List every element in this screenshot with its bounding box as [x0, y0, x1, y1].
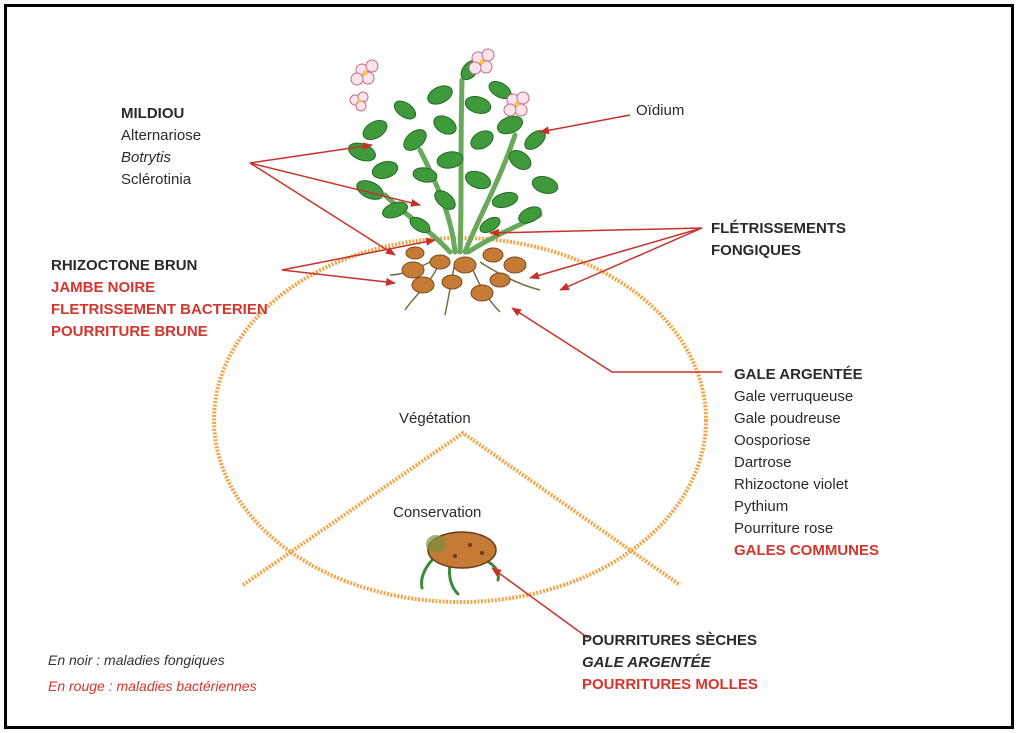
legend-bacterial: En rouge : maladies bactériennes: [48, 678, 257, 694]
arrow-fletr-3: [560, 228, 702, 290]
label-pourriture-brune: POURRITURE BRUNE: [51, 321, 268, 343]
label-alternariose: Alternariose: [121, 125, 201, 147]
label-vegetation: Végétation: [399, 408, 471, 430]
tuber-disease-group: GALE ARGENTÉE Gale verruqueuse Gale poud…: [734, 364, 879, 562]
legend-fungal: En noir : maladies fongiques: [48, 652, 225, 668]
arrow-storage: [492, 568, 588, 638]
arrow-oidium: [540, 115, 630, 132]
label-pourriture-rose: Pourriture rose: [734, 518, 879, 540]
label-fletrissement-bacterien: FLETRISSEMENT BACTERIEN: [51, 299, 268, 321]
label-pythium: Pythium: [734, 496, 879, 518]
label-dartrose: Dartrose: [734, 452, 879, 474]
label-botrytis: Botrytis: [121, 147, 201, 169]
stored-tuber-icon: [422, 532, 499, 594]
potato-plant-icon: [346, 49, 560, 315]
label-fletrissements: FLÉTRISSEMENTS: [711, 218, 846, 240]
label-oosporiose: Oosporiose: [734, 430, 879, 452]
label-gale-verruqueuse: Gale verruqueuse: [734, 386, 879, 408]
label-gale-argentee-storage: GALE ARGENTÉE: [582, 652, 758, 674]
arrow-tuber: [512, 308, 722, 372]
storage-disease-group: POURRITURES SÈCHES GALE ARGENTÉE POURRIT…: [582, 630, 758, 696]
label-jambe-noire: JAMBE NOIRE: [51, 277, 268, 299]
label-sclerotinia: Sclérotinia: [121, 169, 201, 191]
label-gale-poudreuse: Gale poudreuse: [734, 408, 879, 430]
stem-disease-group: RHIZOCTONE BRUN JAMBE NOIRE FLETRISSEMEN…: [51, 255, 268, 343]
label-gale-argentee: GALE ARGENTÉE: [734, 364, 879, 386]
label-rhizoctone-violet: Rhizoctone violet: [734, 474, 879, 496]
label-conservation: Conservation: [393, 502, 481, 524]
label-mildiou: MILDIOU: [121, 103, 201, 125]
label-gales-communes: GALES COMMUNES: [734, 540, 879, 562]
fletrissements-group: FLÉTRISSEMENTS FONGIQUES: [711, 218, 846, 262]
label-oidium: Oïdium: [636, 100, 684, 122]
label-pourritures-seches: POURRITURES SÈCHES: [582, 630, 758, 652]
leaf-disease-group: MILDIOU Alternariose Botrytis Sclérotini…: [121, 103, 201, 191]
label-rhizoctone-brun: RHIZOCTONE BRUN: [51, 255, 268, 277]
label-pourritures-molles: POURRITURES MOLLES: [582, 674, 758, 696]
label-fongiques: FONGIQUES: [711, 240, 846, 262]
arrow-leaf-to-stem: [250, 163, 395, 255]
arrow-fletr-1: [490, 228, 702, 233]
